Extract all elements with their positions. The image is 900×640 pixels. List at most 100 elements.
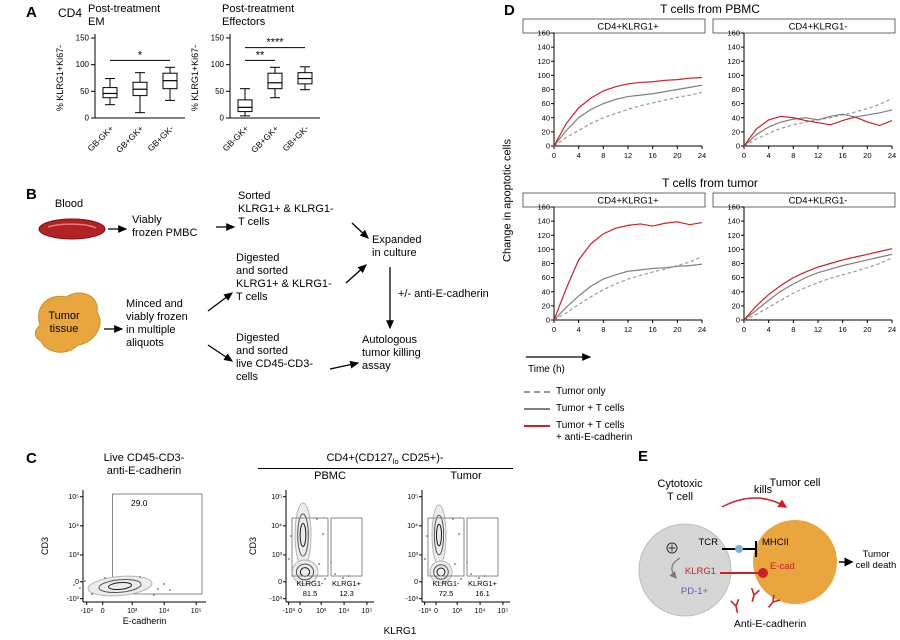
digested-cd45-node: Digested and sorted live CD45-CD3- cells [236,332,314,383]
mechanism-schematic [638,497,854,617]
legend-label-tumor-only: Tumor only [556,386,606,397]
svg-text:10⁴: 10⁴ [68,523,79,530]
svg-text:-10³: -10³ [406,596,419,603]
panel-d-label: D [504,2,515,19]
svg-text:4: 4 [767,151,771,160]
svg-text:*: * [138,49,143,61]
svg-text:24: 24 [698,151,706,160]
legend-line-tumor-only [524,391,550,393]
svg-text:0: 0 [220,114,225,123]
svg-text:140: 140 [537,43,550,52]
svg-text:0: 0 [552,325,556,334]
svg-text:50: 50 [215,87,224,96]
group-title-pbmc: T cells from PBMC [660,2,760,16]
svg-text:0: 0 [434,608,438,615]
svg-text:0: 0 [85,114,90,123]
svg-text:16: 16 [838,325,846,334]
svg-text:E-cadherin: E-cadherin [123,616,167,626]
svg-text:-10³: -10³ [270,596,283,603]
cytotoxic-tcell-label: Cytotoxic T cell [657,478,703,503]
svg-text:10³: 10³ [69,552,80,559]
svg-text:100: 100 [537,245,550,254]
svg-text:10⁵: 10⁵ [68,494,79,501]
svg-text:10³: 10³ [316,608,327,615]
svg-text:CD4+KLRG1-: CD4+KLRG1- [789,22,848,33]
svg-text:10⁵: 10⁵ [191,608,202,615]
sorted-tcells-node: Sorted KLRG1+ & KLRG1- T cells [238,190,334,228]
svg-text:50: 50 [80,87,89,96]
svg-text:24: 24 [888,325,896,334]
svg-text:20: 20 [542,301,550,310]
svg-text:16: 16 [648,151,656,160]
svg-text:**: ** [256,49,265,61]
header-suffix: CD25+)- [398,452,444,464]
panel-a-label: A [26,4,37,21]
svg-text:4: 4 [767,325,771,334]
svg-text:GB+GK-: GB+GK- [145,123,175,153]
svg-text:72.5: 72.5 [439,589,454,598]
panel-c-label: C [26,450,37,467]
svg-text:10⁴: 10⁴ [407,523,418,530]
svg-text:24: 24 [698,325,706,334]
anti-ecadherin-label: Anti-E-cadherin [733,618,807,630]
svg-text:120: 120 [727,57,740,66]
svg-text:80: 80 [542,85,550,94]
svg-text:KLRG1-: KLRG1- [432,579,460,588]
svg-text:100: 100 [76,60,90,69]
svg-text:10³: 10³ [408,552,419,559]
apoptosis-ylabel: Change in apoptotic cells [501,139,514,262]
time-xlabel: Time (h) [528,364,565,375]
svg-text:CD3: CD3 [248,537,258,555]
frozen-pmbc-node: Viably frozen PMBC [132,214,198,239]
svg-text:4: 4 [577,151,581,160]
boxplot-effectors-title: Post-treatment Effectors [222,3,295,28]
svg-text:8: 8 [601,151,605,160]
svg-text:80: 80 [542,259,550,268]
svg-text:140: 140 [727,217,740,226]
svg-text:% KLRG1+Ki67-: % KLRG1+Ki67- [55,45,65,111]
svg-text:20: 20 [542,127,550,136]
svg-text:-10³: -10³ [67,596,80,603]
svg-text:100: 100 [211,60,225,69]
svg-text:10⁴: 10⁴ [339,608,350,615]
panel-e-label: E [638,448,649,465]
panel-b-label: B [26,186,37,203]
expanded-node: Expanded in culture [372,234,422,259]
flow-plot3-title: Tumor [450,470,482,482]
svg-text:20: 20 [732,127,740,136]
svg-text:0: 0 [742,151,746,160]
flow-plot1-title: Live CD45-CD3- anti-E-cadherin [103,452,185,477]
svg-text:150: 150 [211,34,225,43]
svg-text:80: 80 [732,85,740,94]
svg-text:12: 12 [624,151,632,160]
svg-text:% KLRG1+Ki67-: % KLRG1+Ki67- [190,45,200,111]
svg-text:140: 140 [727,43,740,52]
svg-text:10⁵: 10⁵ [271,494,282,501]
svg-text:10³: 10³ [272,552,283,559]
svg-text:16.1: 16.1 [475,589,490,598]
flow-group-header: CD4+(CD127lo CD25+)- [250,452,520,468]
flow-shared-xlabel: KLRG1 [383,626,417,637]
svg-text:20: 20 [863,325,871,334]
svg-text:10³: 10³ [127,608,138,615]
mhcii-label: MHCII [762,537,789,548]
svg-text:0: 0 [742,325,746,334]
svg-text:8: 8 [791,151,795,160]
svg-text:40: 40 [732,113,740,122]
tcr-label: TCR [698,537,718,548]
svg-text:16: 16 [838,151,846,160]
svg-text:12.3: 12.3 [339,589,354,598]
svg-text:80: 80 [732,259,740,268]
tumor-cell-label: Tumor cell [769,477,821,489]
svg-text:120: 120 [537,57,550,66]
svg-text:100: 100 [537,71,550,80]
svg-text:GB-GK+: GB-GK+ [85,123,115,153]
tumor-tissue-label: Tumor tissue [48,310,80,335]
svg-text:10⁴: 10⁴ [475,608,486,615]
svg-text:40: 40 [542,113,550,122]
blood-highlight [47,223,97,229]
group-title-tumor: T cells from tumor [662,176,758,190]
svg-text:-10³: -10³ [418,608,431,615]
svg-text:GB-GK+: GB-GK+ [220,123,250,153]
